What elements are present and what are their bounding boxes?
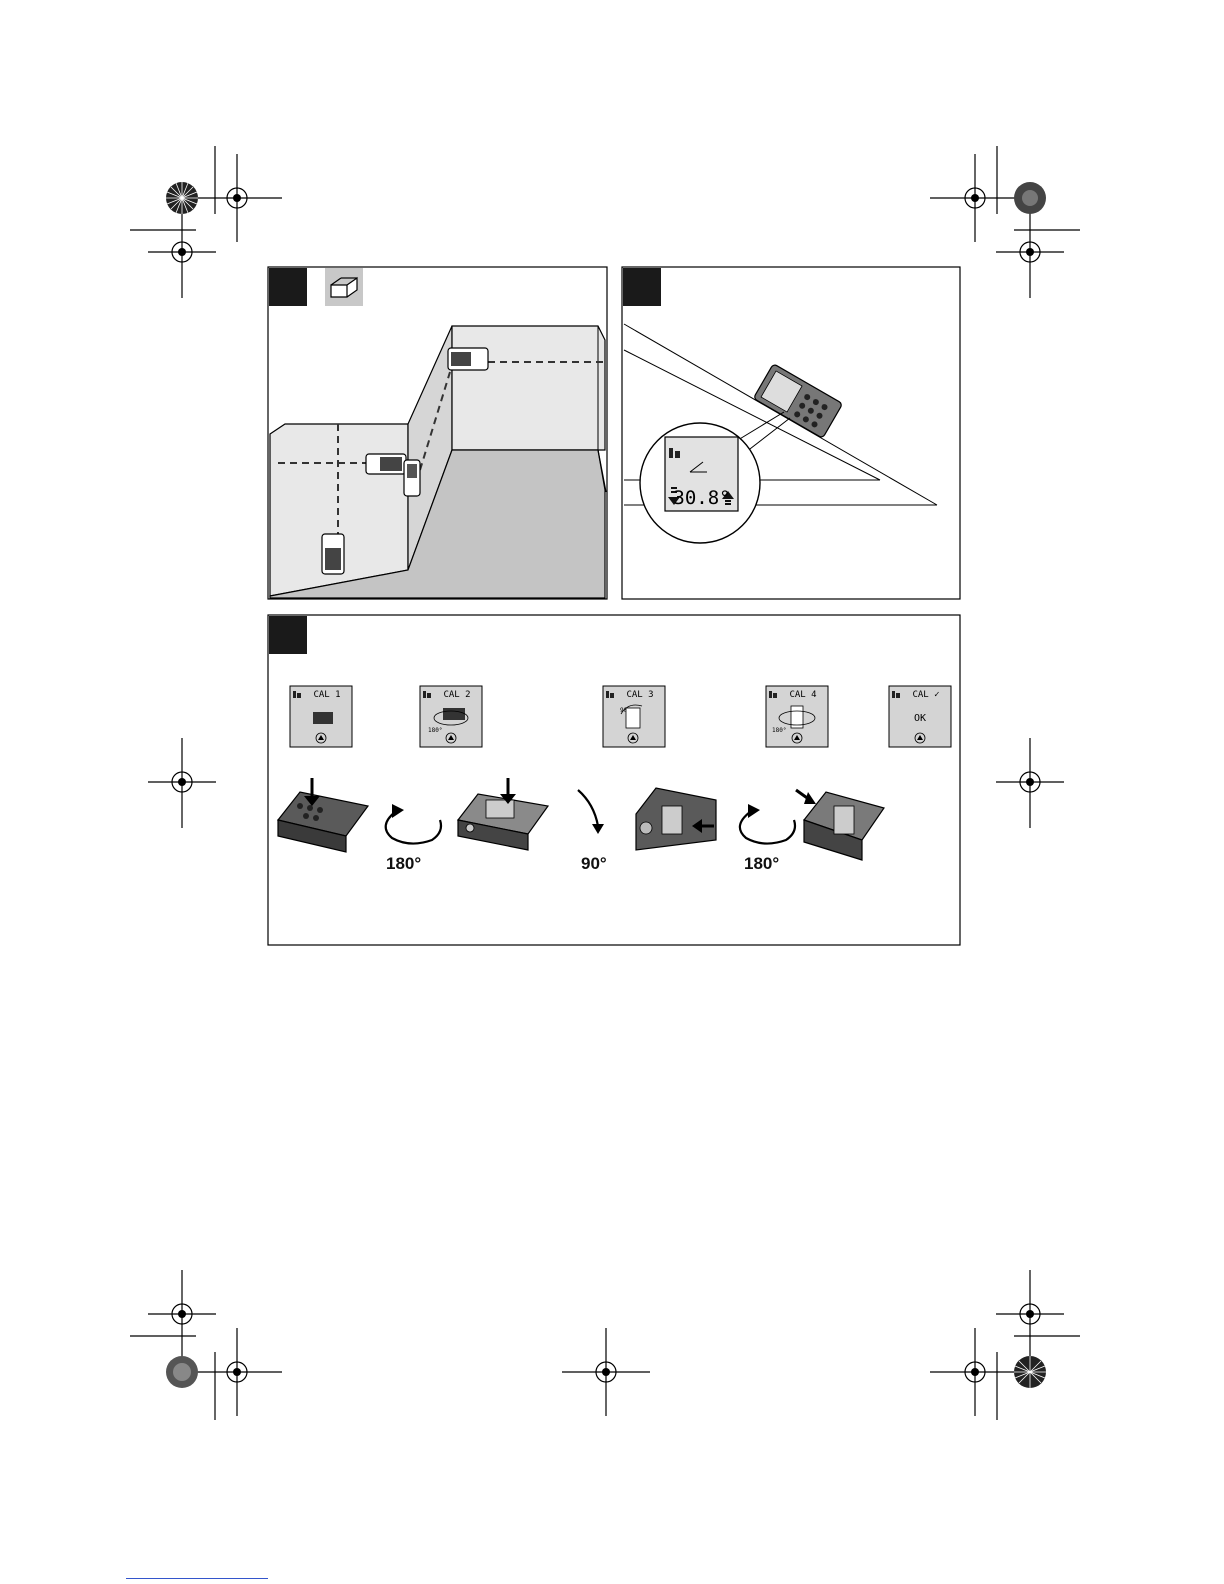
svg-text:CAL 3: CAL 3 (626, 690, 653, 700)
rotation-label-2: 90° (581, 854, 607, 874)
cal-screen-5: CAL ✓ OK (889, 686, 951, 747)
svg-text:CAL 4: CAL 4 (789, 690, 816, 700)
rotation-label-3: 180° (744, 854, 779, 874)
cal-screen-3: CAL 3 90° (603, 686, 665, 747)
svg-text:180°: 180° (772, 727, 786, 734)
svg-text:CAL ✓: CAL ✓ (912, 690, 939, 700)
cal-screen-1: CAL 1 (290, 686, 352, 747)
bottom-rule (126, 1578, 268, 1579)
rotation-label-1: 180° (386, 854, 421, 874)
svg-text:CAL 2: CAL 2 (443, 690, 470, 700)
cal-screen-2: CAL 2 180° (420, 686, 482, 747)
svg-text:CAL 1: CAL 1 (313, 690, 340, 700)
cal-screen-4: CAL 4 180° (766, 686, 828, 747)
svg-text:OK: OK (914, 713, 926, 724)
svg-text:180°: 180° (428, 727, 442, 734)
figure-c-badge (269, 616, 307, 654)
